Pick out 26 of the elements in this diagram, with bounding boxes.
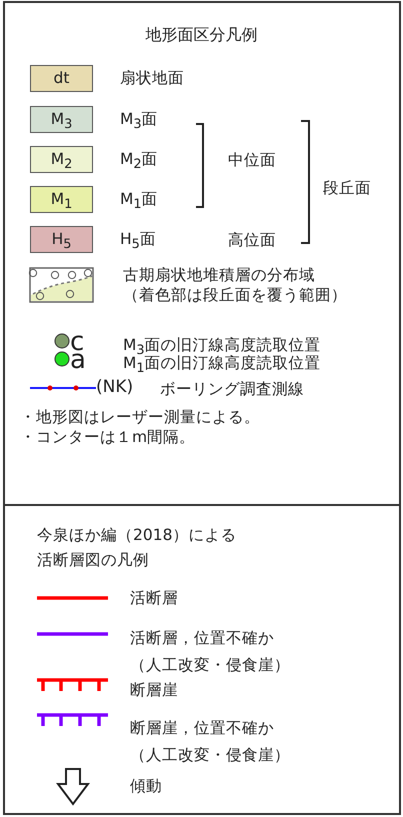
swatch: M$_{1}$: [30, 186, 93, 213]
symbol-letter: c: [70, 330, 84, 354]
legend-text: 断層崖: [130, 680, 178, 700]
label: 中位面: [228, 150, 276, 170]
legend-text: ボーリング調査測線: [160, 379, 304, 399]
legend-text: 古期扇状地堆積層の分布域（着色部は段丘面を覆う範囲）: [123, 265, 348, 305]
label: 段丘面: [323, 178, 371, 198]
swatch: dt: [30, 65, 93, 92]
swatch-label: M$_{1}$面: [120, 189, 158, 214]
legend-text: 断層崖，位置不確か（人工改変・侵食崖）: [130, 718, 291, 766]
legend-text: 傾動: [130, 776, 162, 796]
swatch-label: M$_{2}$面: [120, 149, 158, 174]
legend-title: 地形面区分凡例: [144, 25, 258, 45]
note: ・コンターは１m間隔。: [20, 427, 196, 447]
legend-text: 活断層，位置不確か（人工改変・侵食崖）: [130, 628, 291, 676]
swatch-label: M$_{3}$面: [120, 109, 158, 134]
swatch-label: 扇状地面: [120, 68, 184, 88]
swatch: M$_{3}$: [30, 106, 93, 133]
swatch-label: H$_{5}$面: [120, 229, 156, 254]
section-heading: 今泉ほか編（2018）による活断層図の凡例: [37, 525, 238, 571]
swatch: H$_{5}$: [30, 226, 93, 253]
note: ・地形図はレーザー測量による。: [20, 407, 260, 427]
swatch: M$_{2}$: [30, 146, 93, 173]
legend-text: 活断層: [130, 588, 178, 608]
label: 高位面: [228, 230, 276, 250]
symbol-letter: (NK): [96, 377, 134, 397]
